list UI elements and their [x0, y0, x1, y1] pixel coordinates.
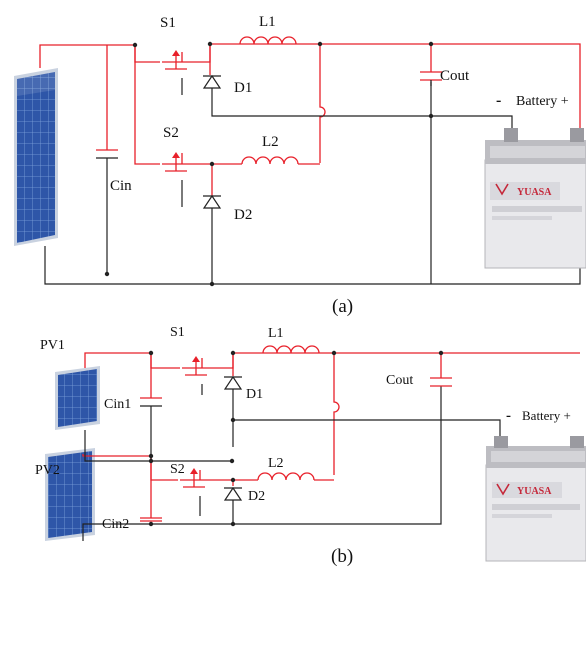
- caption-a: (a): [332, 296, 353, 317]
- capacitor-cin: [96, 149, 118, 159]
- battery-label-b: Battery +: [522, 408, 571, 423]
- label-l2-b: L2: [268, 456, 284, 471]
- label-d1: D1: [234, 80, 252, 96]
- label-s2-b: S2: [170, 462, 185, 477]
- battery-label-a: Battery +: [516, 94, 569, 109]
- solar-panel-icon: [14, 68, 58, 246]
- capacitor-cin1: [140, 397, 162, 407]
- diode-d2: [202, 194, 222, 214]
- label-d2: D2: [234, 207, 252, 223]
- capacitor-cout-b: [430, 377, 452, 387]
- diode-d1-b: [223, 375, 243, 390]
- label-d2-b: D2: [248, 489, 265, 504]
- solar-panel-icon: [55, 366, 100, 430]
- label-cin1: Cin1: [104, 397, 131, 412]
- label-s2: S2: [163, 125, 179, 141]
- figure-a: S1 L1 D1 Cout S2: [14, 14, 586, 317]
- switch-s2-b: [180, 468, 208, 488]
- label-s1-b: S1: [170, 325, 185, 340]
- switch-s1-b: [182, 356, 210, 376]
- label-d1-b: D1: [246, 387, 263, 402]
- junctions-a: [104, 41, 434, 287]
- diode-d1: [202, 74, 222, 96]
- capacitor-cout-a: [420, 71, 442, 86]
- inductor-l1-b: [262, 345, 320, 354]
- battery-icon: YUASA: [485, 436, 586, 562]
- inductor-l2: [241, 156, 299, 165]
- label-pv2: PV2: [35, 463, 60, 478]
- label-l1-b: L1: [268, 326, 284, 341]
- label-pv1: PV1: [40, 338, 65, 353]
- inductor-l2-b: [257, 472, 315, 481]
- battery-minus-a: -: [496, 92, 501, 109]
- label-cin2: Cin2: [102, 517, 129, 532]
- label-l1: L1: [259, 14, 276, 30]
- inductor-l1: [239, 36, 297, 45]
- label-l2: L2: [262, 134, 279, 150]
- switch-s1: [162, 50, 190, 70]
- label-cout-b: Cout: [386, 373, 413, 388]
- wires-red-a: [39, 43, 581, 196]
- battery-brand-a: YUASA: [517, 187, 552, 198]
- diode-d2-b: [223, 486, 243, 501]
- solar-panel-icon: [45, 448, 95, 541]
- capacitor-cin2: [140, 517, 162, 519]
- caption-b: (b): [331, 546, 353, 567]
- battery-minus-b: -: [506, 408, 511, 424]
- wires-black-b: [82, 384, 501, 541]
- label-cout-a: Cout: [440, 68, 470, 84]
- label-s1: S1: [160, 15, 176, 31]
- switch-s2: [162, 152, 190, 172]
- battery-brand-b: YUASA: [517, 486, 552, 497]
- figure-b: PV1 PV2: [35, 325, 586, 567]
- label-cin: Cin: [110, 178, 132, 194]
- battery-icon: YUASA: [484, 128, 586, 269]
- junctions-b: [148, 350, 444, 527]
